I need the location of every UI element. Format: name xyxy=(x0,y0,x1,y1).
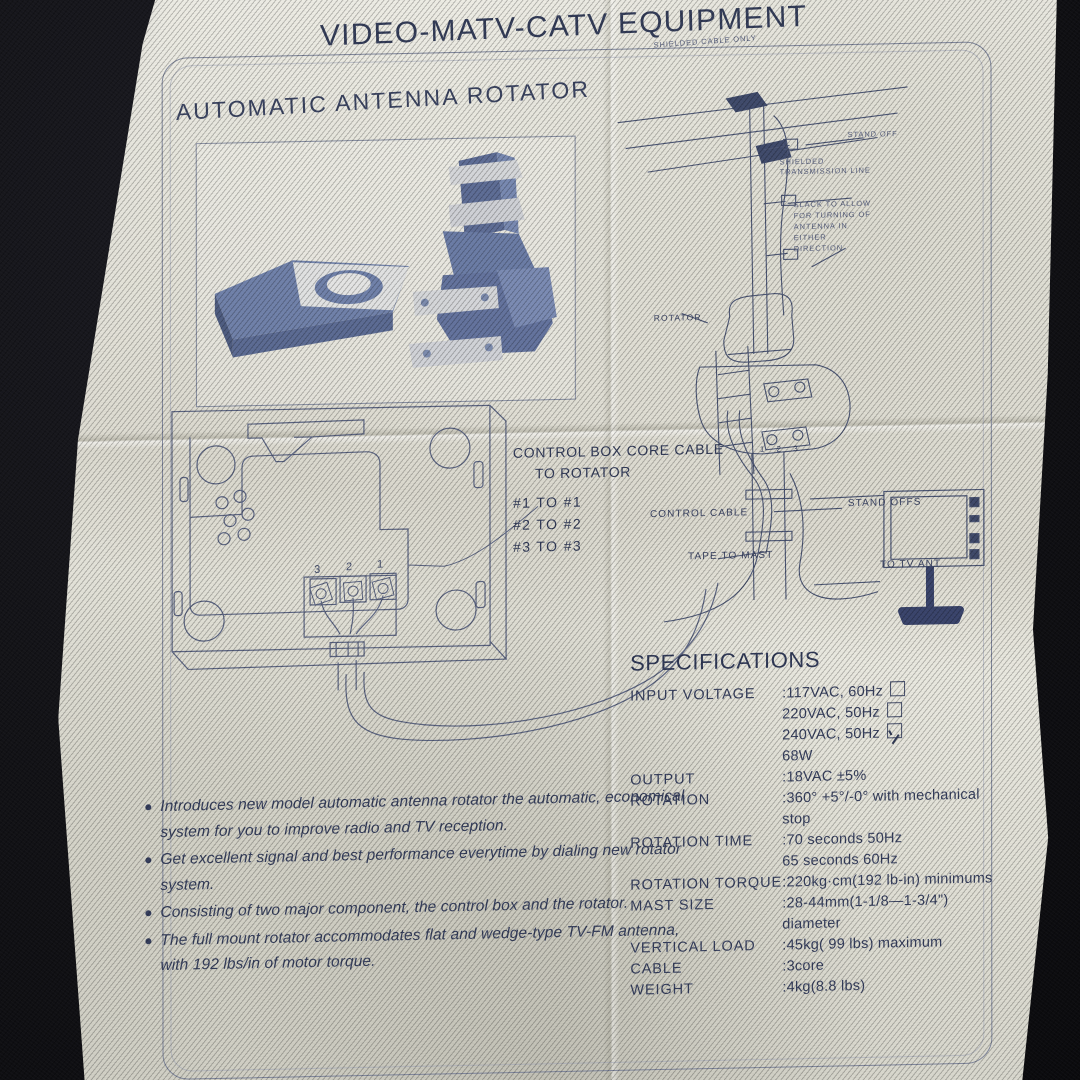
product-photo-artwork xyxy=(197,137,575,407)
leaflet-content: VIDEO-MATV-CATV EQUIPMENT AUTOMATIC ANTE… xyxy=(58,0,1059,1080)
voltage-checkbox[interactable] xyxy=(890,681,905,696)
callout-pair-3: #3 TO #3 xyxy=(513,537,583,555)
label-to-tv-ant: TO TV ANT xyxy=(879,558,942,571)
control-box-diagram: 3 2 1 xyxy=(144,386,564,724)
voltage-checkbox-checked[interactable] xyxy=(887,723,902,738)
features-list: Introduces new model automatic antenna r… xyxy=(144,783,704,981)
label-transmission-line: SHIELDED TRANSMISSION LINE xyxy=(779,156,871,177)
spec-label: WEIGHT xyxy=(630,981,694,999)
label-stand-offs: STAND OFFS xyxy=(847,496,922,510)
svg-text:2: 2 xyxy=(346,561,352,573)
antenna-installation-diagram xyxy=(578,49,998,638)
wiring-callout: CONTROL BOX CORE CABLE TO ROTATOR #1 TO … xyxy=(513,439,724,558)
callout-line-2: TO ROTATOR xyxy=(534,463,632,482)
feature-bullet: Get excellent signal and best performanc… xyxy=(144,836,704,898)
label-rotator-terminals: 1 2 3 xyxy=(759,444,803,454)
label-rotator: ROTATOR xyxy=(653,312,702,324)
product-photo-panel xyxy=(196,136,576,408)
label-stand-off: STAND OFF xyxy=(847,129,898,140)
svg-text:1: 1 xyxy=(377,559,383,571)
routed-cable xyxy=(328,662,748,870)
voltage-checkbox[interactable] xyxy=(887,702,902,717)
callout-line-1: CONTROL BOX CORE CABLE xyxy=(512,440,724,461)
paper-leaflet: VIDEO-MATV-CATV EQUIPMENT AUTOMATIC ANTE… xyxy=(58,0,1059,1080)
spec-value: :4kg(8.8 lbs) xyxy=(782,977,866,996)
label-slack: SLACK TO ALLOW FOR TURNING OF ANTENNA IN… xyxy=(793,198,872,254)
feature-bullet: Introduces new model automatic antenna r… xyxy=(144,783,704,845)
spec-label: INPUT VOLTAGE xyxy=(630,686,756,705)
svg-text:3: 3 xyxy=(314,564,320,576)
feature-bullet: The full mount rotator accommodates flat… xyxy=(144,917,704,979)
